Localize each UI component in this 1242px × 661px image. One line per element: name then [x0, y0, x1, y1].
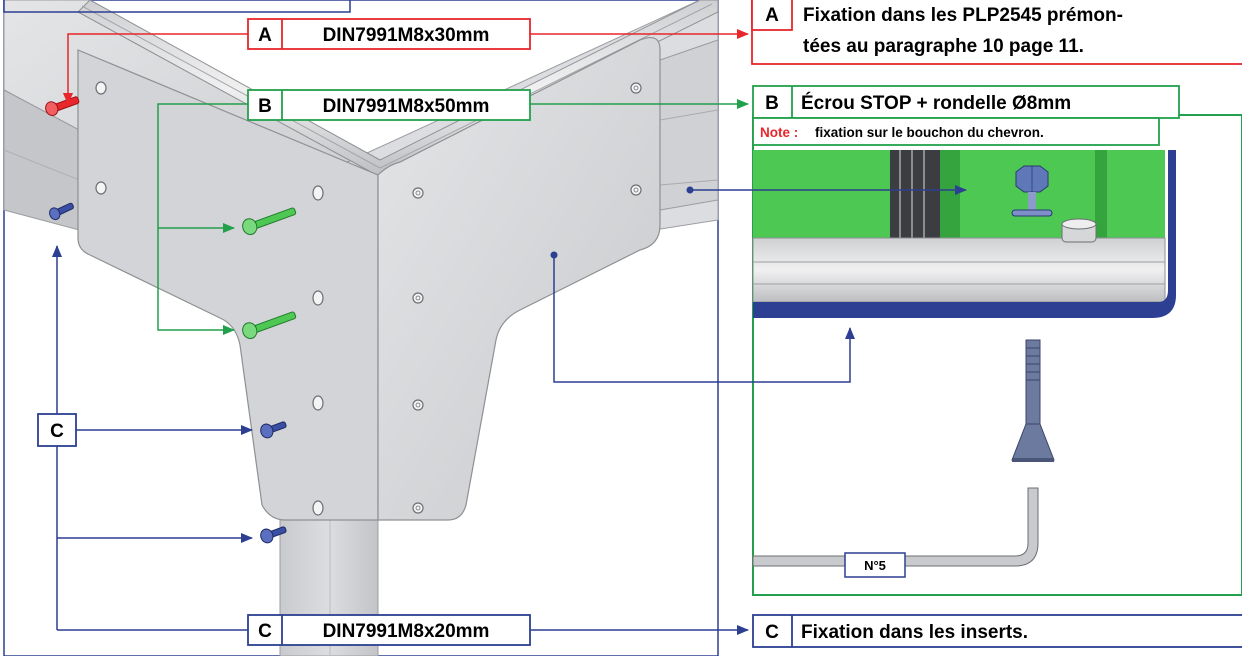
note-box: Note : fixation sur le bouchon du chevro…: [752, 117, 1160, 146]
svg-text:C: C: [50, 421, 64, 442]
svg-text:A: A: [765, 5, 779, 26]
key-size-badge: [844, 552, 906, 578]
svg-text:Écrou STOP + rondelle Ø8mm: Écrou STOP + rondelle Ø8mm: [801, 92, 1071, 114]
screw-icon: [242, 311, 297, 340]
note-label: Note :: [760, 125, 798, 140]
left-corner-plate: [77, 49, 379, 521]
svg-text:tées au paragraphe 10 page 11.: tées au paragraphe 10 page 11.: [803, 36, 1084, 57]
plate-holes: [95, 81, 642, 516]
svg-text:C: C: [765, 622, 779, 643]
svg-text:A: A: [258, 25, 272, 46]
callout-c-left: C DIN7991M8x20mm: [247, 614, 531, 646]
key-size-label: N°5: [864, 558, 886, 573]
right-corner-plate: [377, 37, 661, 521]
screw-icon: [49, 202, 74, 221]
top-rail: [77, 0, 719, 179]
svg-text:B: B: [765, 93, 779, 114]
screw-icon: [260, 421, 287, 439]
callout-a-left: A DIN7991M8x30mm: [247, 18, 531, 50]
nut-icon: [1015, 165, 1049, 210]
svg-text:Fixation dans les PLP2545 prém: Fixation dans les PLP2545 prémon-: [803, 5, 1123, 26]
screw-icon: [260, 526, 287, 544]
note-text: fixation sur le bouchon du chevron.: [815, 125, 1044, 140]
callout-b-left: B DIN7991M8x50mm: [247, 89, 531, 121]
svg-text:DIN7991M8x20mm: DIN7991M8x20mm: [323, 621, 490, 642]
allen-key-icon: [752, 487, 1039, 567]
connector-lines: [52, 29, 967, 635]
svg-text:DIN7991M8x50mm: DIN7991M8x50mm: [323, 96, 490, 117]
callout-b-right: B Écrou STOP + rondelle Ø8mm: [752, 85, 1180, 119]
svg-text:C: C: [258, 621, 272, 642]
washer-icon: [1011, 209, 1053, 217]
svg-text:B: B: [258, 96, 272, 117]
svg-text:DIN7991M8x30mm: DIN7991M8x30mm: [323, 25, 490, 46]
svg-text:Fixation dans les inserts.: Fixation dans les inserts.: [801, 622, 1028, 643]
callout-c-side: C: [37, 413, 77, 447]
screw-icon: [1011, 339, 1055, 462]
callout-c-right: C Fixation dans les inserts.: [752, 614, 1242, 648]
insert-icon: [1061, 218, 1097, 243]
screw-icon: [242, 207, 297, 236]
callout-a-right: A Fixation dans les PLP2545 prémon- tées…: [751, 0, 1242, 65]
detail-view: N°5: [752, 114, 1242, 596]
